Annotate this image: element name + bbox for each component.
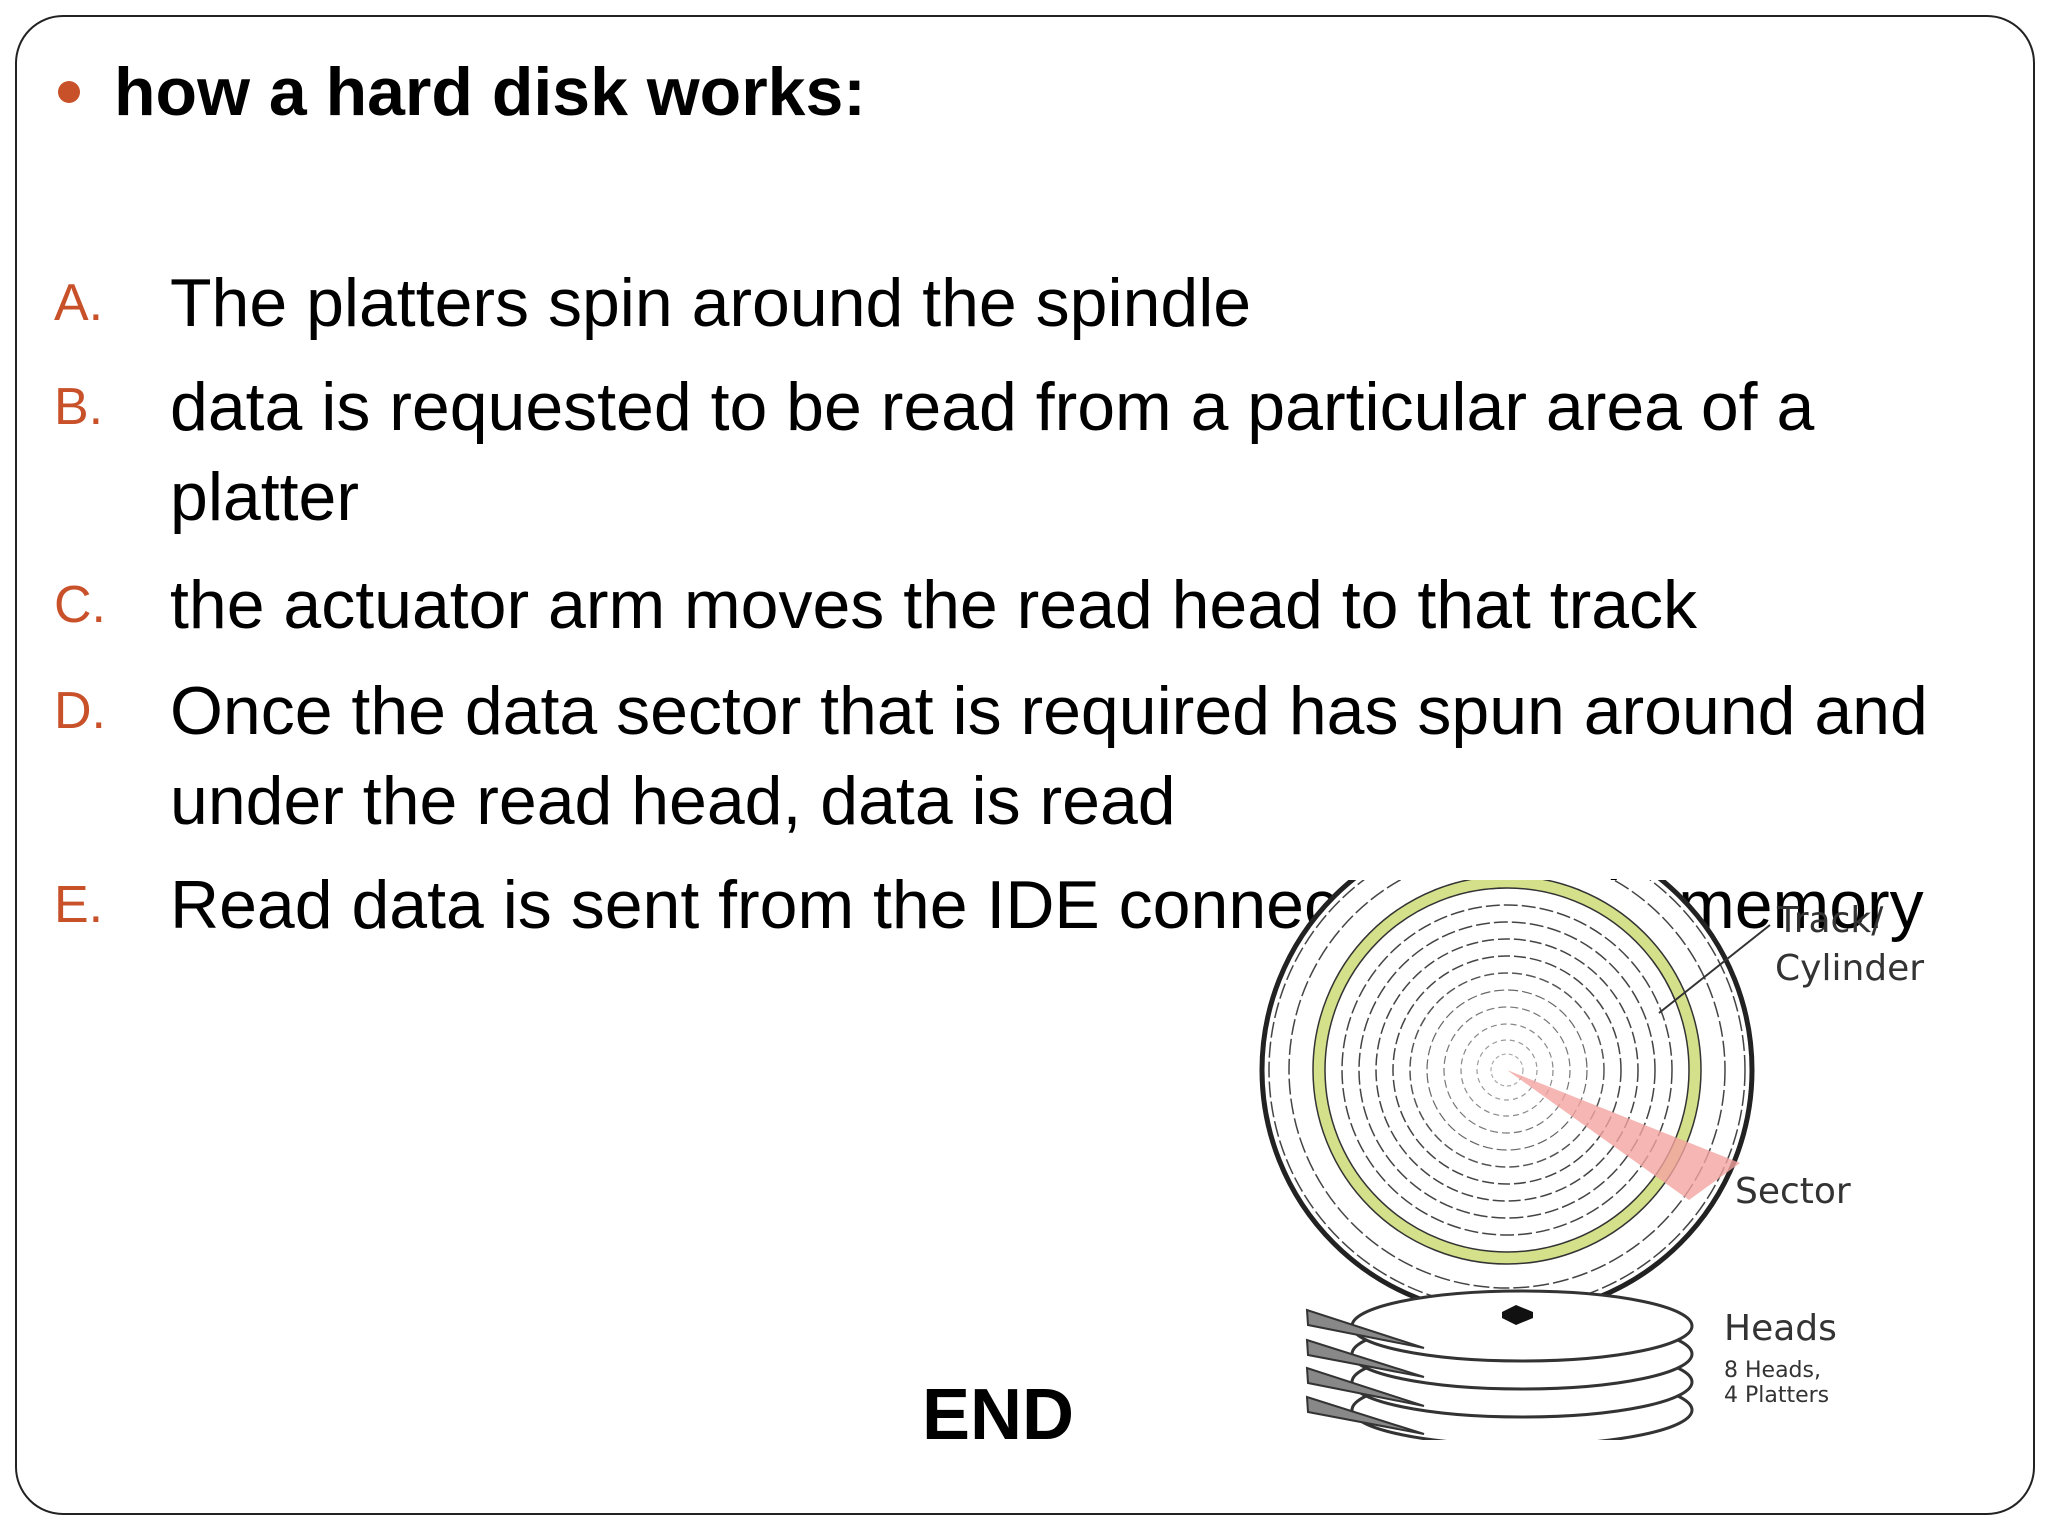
hard-disk-diagram: Track/ Cylinder Sector Heads 8 Heads, 4 … — [1252, 822, 2012, 1447]
track-ring — [1426, 989, 1588, 1151]
step-letter: E. — [54, 876, 104, 934]
track-leader-line — [1658, 924, 1771, 1014]
sector-label: Sector — [1735, 1171, 1851, 1212]
platter-top-view — [1259, 822, 1771, 1318]
bullet-dot-icon — [58, 81, 80, 103]
actuator-arm — [1305, 1395, 1425, 1435]
track-ring — [1409, 972, 1605, 1168]
platter-side — [1350, 1289, 1694, 1363]
step-letter: A. — [54, 274, 104, 332]
track-ring — [1341, 904, 1673, 1236]
actuator-arm — [1305, 1338, 1425, 1378]
platter-stack — [1305, 1289, 1694, 1447]
step-text: Once the data sector that is required ha… — [170, 673, 1928, 839]
step-text: the actuator arm moves the read head to … — [170, 567, 1698, 643]
spindle-hub — [1502, 1305, 1533, 1325]
track-ring — [1375, 938, 1639, 1202]
step-letter: C. — [54, 576, 106, 634]
hard-disk-diagram-svg: Track/ Cylinder Sector Heads 8 Heads, 4 … — [1259, 822, 1924, 1447]
slide-frame — [15, 15, 2035, 1515]
platter-outer-edge — [1259, 822, 1755, 1318]
platters-count-label: 4 Platters — [1724, 1383, 1829, 1408]
track-ring — [1324, 887, 1690, 1253]
track-ring — [1392, 955, 1622, 1185]
step-letter: D. — [54, 682, 106, 740]
sector-wedge — [1507, 1070, 1740, 1200]
track-ring — [1443, 1006, 1571, 1134]
heading-text: how a hard disk works: — [114, 54, 866, 130]
track-label-line2: Cylinder — [1775, 948, 1924, 989]
step-text: The platters spin around the spindle — [170, 265, 1252, 341]
heads-label: Heads — [1724, 1308, 1837, 1349]
actuator-arm — [1305, 1308, 1425, 1349]
heads-count-label: 8 Heads, — [1724, 1358, 1821, 1383]
spindle-ring — [1490, 1053, 1524, 1087]
slide-heading: how a hard disk works: — [58, 52, 866, 132]
step-letter: B. — [54, 378, 104, 436]
track-ring — [1460, 1023, 1554, 1117]
end-label: END — [922, 1375, 1075, 1455]
track-ring — [1476, 1039, 1538, 1101]
track-ring — [1358, 921, 1656, 1219]
step-text: data is requested to be read from a part… — [170, 369, 1815, 535]
highlighted-track-ring — [1313, 876, 1701, 1264]
actuator-arm — [1305, 1366, 1425, 1407]
track-label-line1: Track/ — [1776, 900, 1884, 941]
